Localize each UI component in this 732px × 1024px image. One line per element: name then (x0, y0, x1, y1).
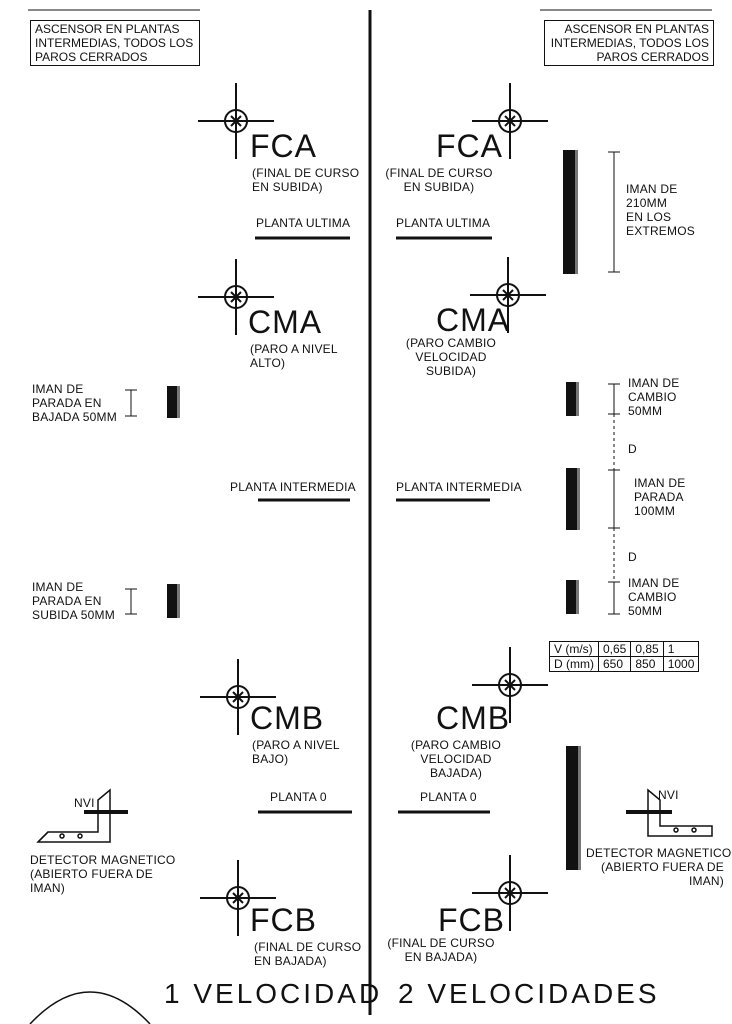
distance-d-bottom: D (628, 550, 637, 564)
detector-right (626, 788, 713, 837)
fca-label-left: FCA (250, 128, 317, 164)
magnet-stop-label-right: IMAN DEPARADA100mm (634, 476, 686, 518)
magnet-extreme-top-right (563, 150, 575, 274)
footer-title-left: 1 VELOCIDAD (164, 978, 383, 1009)
cma-label-left: CMA (248, 304, 323, 340)
fca-label-right: FCA (436, 128, 503, 164)
header-box-right: ASCENSOR EN PLANTAS INTERMEDIAS, TODOS L… (544, 20, 714, 66)
floor-label-top-right: PLANTA ULTIMA (396, 216, 491, 230)
nvi-label-right: NVI (658, 788, 679, 802)
footer-title-right: 2 VELOCIDADES (398, 978, 660, 1009)
speed-distance-table: V (m/s) 0,65 0,85 1 D (mm) 650 850 1000 (549, 641, 700, 672)
detector-left (36, 788, 128, 843)
table-row: V (m/s) 0,65 0,85 1 (549, 641, 700, 657)
magnet-change-top-right (566, 382, 576, 416)
magnet-change-bottom-right (566, 580, 576, 614)
nvi-label-left: NVI (74, 796, 95, 810)
magnet-extreme-bottom-right (566, 746, 578, 870)
magnet-stop-right (566, 468, 577, 530)
cma-label-right: CMA (436, 302, 511, 338)
cmb-label-left: CMB (250, 700, 325, 736)
floor-label-mid-right: PLANTA INTERMEDIA (396, 480, 522, 494)
magnet-stop-up-left (167, 584, 177, 618)
header-box-left: ASCENSOR EN PLANTAS INTERMEDIAS, TODOS L… (30, 20, 200, 66)
cmb-label-right: CMB (436, 700, 511, 736)
floor-label-bottom-left: PLANTA 0 (270, 790, 327, 804)
floor-label-mid-left: PLANTA INTERMEDIA (230, 480, 356, 494)
distance-d-top: D (628, 442, 637, 456)
table-row: D (mm) 650 850 1000 (549, 656, 700, 672)
fcb-label-left: FCB (250, 902, 317, 938)
floor-label-bottom-right: PLANTA 0 (420, 790, 477, 804)
fcb-label-right: FCB (438, 902, 505, 938)
magnet-stop-down-left (167, 386, 177, 418)
magnet-change-bottom-label: IMAN DECAMBIO50mm (628, 576, 680, 618)
floor-label-top-left: PLANTA ULTIMA (256, 216, 351, 230)
magnet-change-top-label: IMAN DECAMBIO50mm (628, 376, 680, 418)
